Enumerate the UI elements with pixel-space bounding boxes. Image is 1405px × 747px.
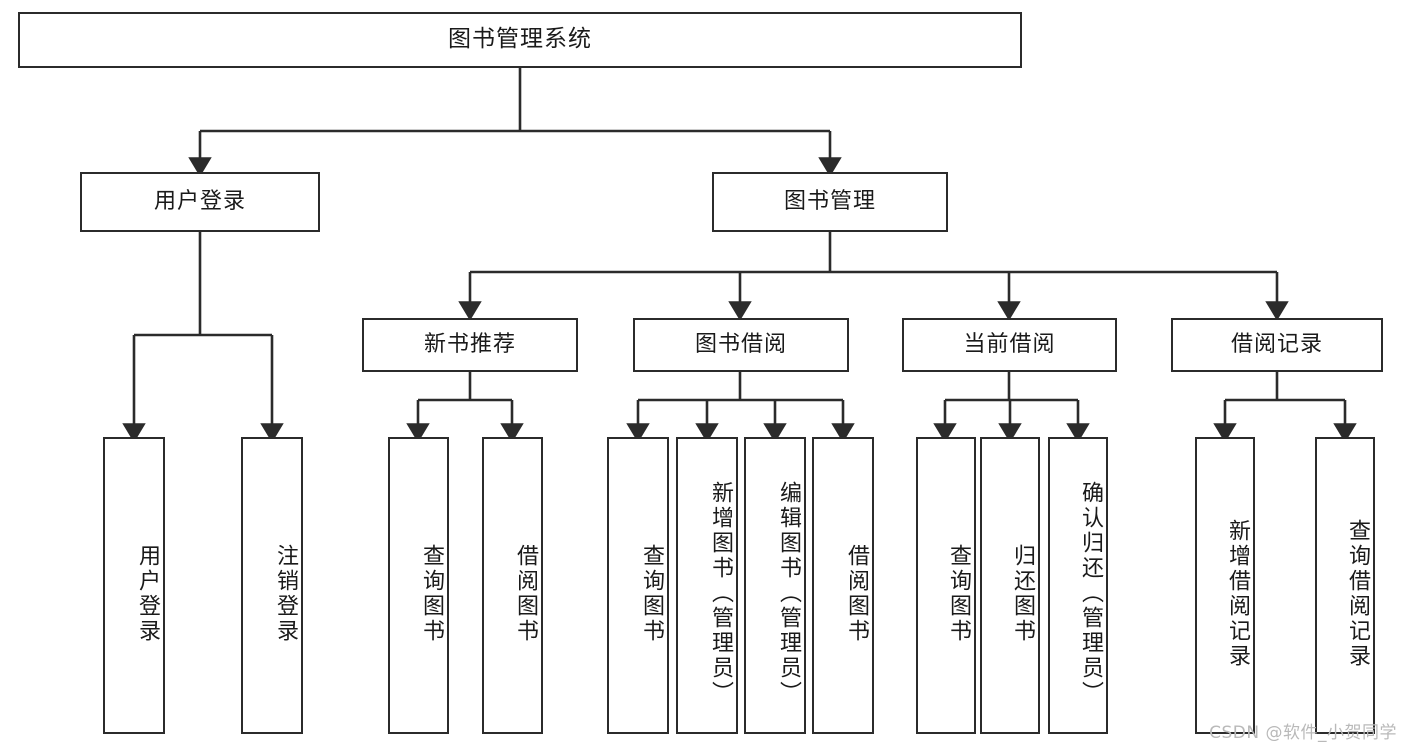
node-borrow-record[interactable]: 借阅记录 <box>1171 318 1383 372</box>
node-user-login[interactable]: 用户登录 <box>80 172 320 232</box>
node-label: 借阅图书 <box>513 543 538 644</box>
leaf-add-book-admin[interactable]: 新增图书（管理员） <box>676 437 738 734</box>
node-label: 编辑图书（管理员） <box>776 481 801 706</box>
leaf-confirm-return-admin[interactable]: 确认归还（管理员） <box>1048 437 1108 734</box>
leaf-query-borrow-record[interactable]: 查询借阅记录 <box>1315 437 1375 734</box>
node-root-book-management-system[interactable]: 图书管理系统 <box>18 12 1022 68</box>
leaf-query-book-new-recommend[interactable]: 查询图书 <box>388 437 449 734</box>
leaf-query-book-current[interactable]: 查询图书 <box>916 437 976 734</box>
node-label: 确认归还（管理员） <box>1078 481 1103 706</box>
node-label: 图书管理 <box>783 188 876 214</box>
node-label: 借阅图书 <box>844 543 869 644</box>
node-label: 当前借阅 <box>963 331 1056 357</box>
leaf-return-book[interactable]: 归还图书 <box>980 437 1040 734</box>
node-label: 图书借阅 <box>694 331 787 357</box>
leaf-borrow-book-new-recommend[interactable]: 借阅图书 <box>482 437 543 734</box>
node-label: 图书管理系统 <box>448 26 592 53</box>
node-label: 查询图书 <box>946 543 971 644</box>
node-label: 新增借阅记录 <box>1225 518 1250 669</box>
leaf-add-borrow-record[interactable]: 新增借阅记录 <box>1195 437 1255 734</box>
node-current-borrow[interactable]: 当前借阅 <box>902 318 1117 372</box>
node-label: 用户登录 <box>135 543 160 644</box>
watermark-csdn: CSDN @软件_小贺同学 <box>1209 723 1397 743</box>
node-label: 查询图书 <box>639 543 664 644</box>
node-book-borrow[interactable]: 图书借阅 <box>633 318 849 372</box>
node-label: 新书推荐 <box>423 331 516 357</box>
leaf-query-book-borrow[interactable]: 查询图书 <box>607 437 669 734</box>
leaf-edit-book-admin[interactable]: 编辑图书（管理员） <box>744 437 806 734</box>
node-new-book-recommend[interactable]: 新书推荐 <box>362 318 578 372</box>
node-label: 借阅记录 <box>1230 331 1323 357</box>
node-label: 新增图书（管理员） <box>708 481 733 706</box>
node-label: 查询图书 <box>419 543 444 644</box>
leaf-logout-login[interactable]: 注销登录 <box>241 437 303 734</box>
node-label: 归还图书 <box>1010 543 1035 644</box>
node-label: 用户登录 <box>153 188 246 214</box>
node-book-management[interactable]: 图书管理 <box>712 172 948 232</box>
leaf-borrow-book-borrow[interactable]: 借阅图书 <box>812 437 874 734</box>
leaf-user-login[interactable]: 用户登录 <box>103 437 165 734</box>
node-label: 注销登录 <box>273 543 298 644</box>
node-label: 查询借阅记录 <box>1345 518 1370 669</box>
